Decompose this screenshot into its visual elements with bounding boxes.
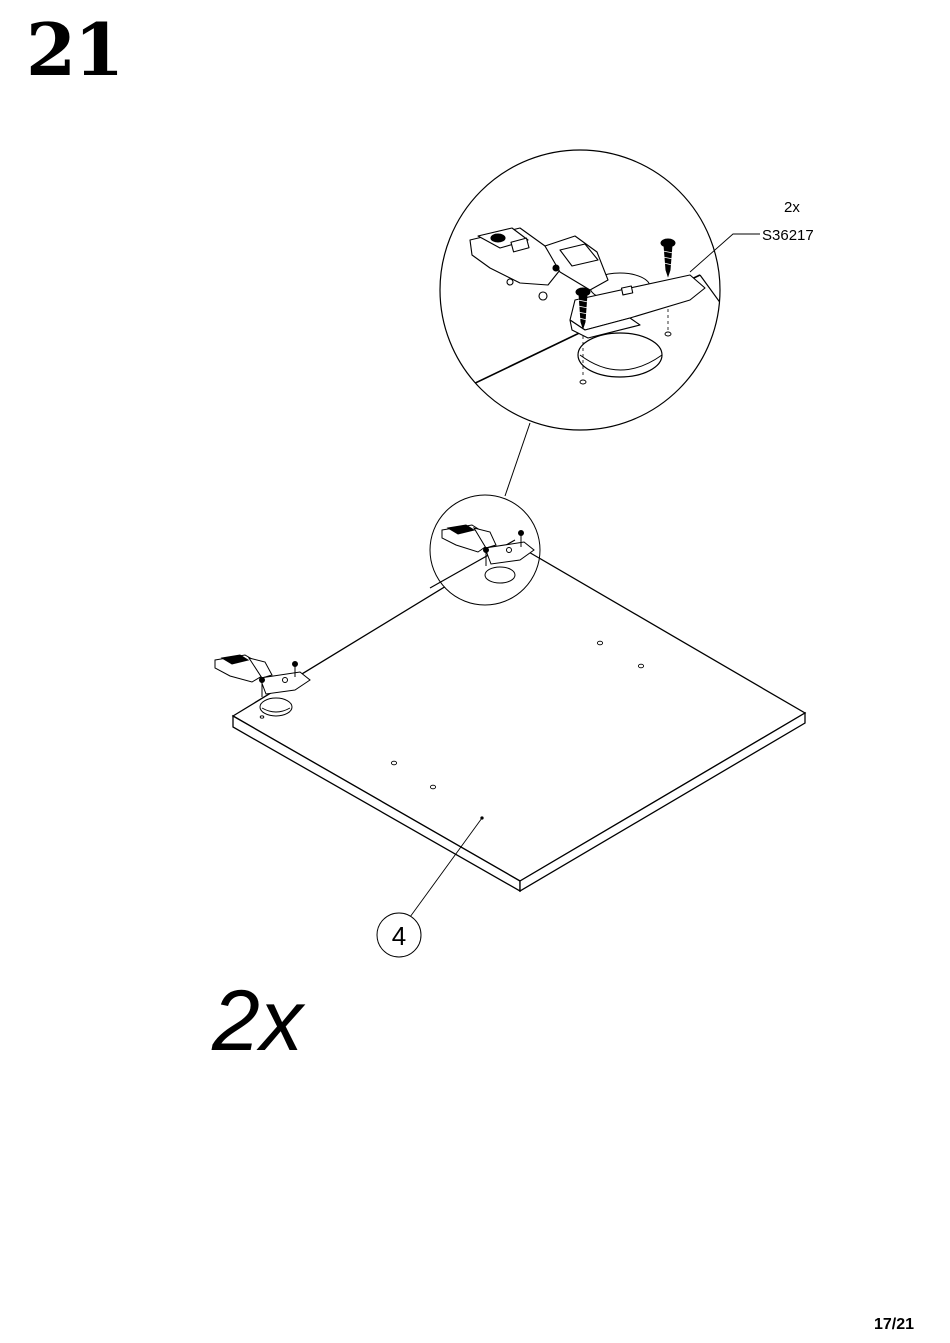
detail-connector-line	[505, 423, 530, 496]
quantity-multiplier: 2x	[212, 978, 303, 1064]
callout-quantity: 2x	[784, 199, 800, 216]
callout-part-code: S36217	[762, 227, 814, 244]
detail-circle-small	[430, 495, 540, 605]
detail-circle-large	[440, 150, 760, 430]
panel	[233, 544, 805, 891]
part-number-label: 4	[392, 921, 406, 951]
page-number: 17/21	[874, 1316, 914, 1334]
panel-top-face	[233, 544, 805, 881]
